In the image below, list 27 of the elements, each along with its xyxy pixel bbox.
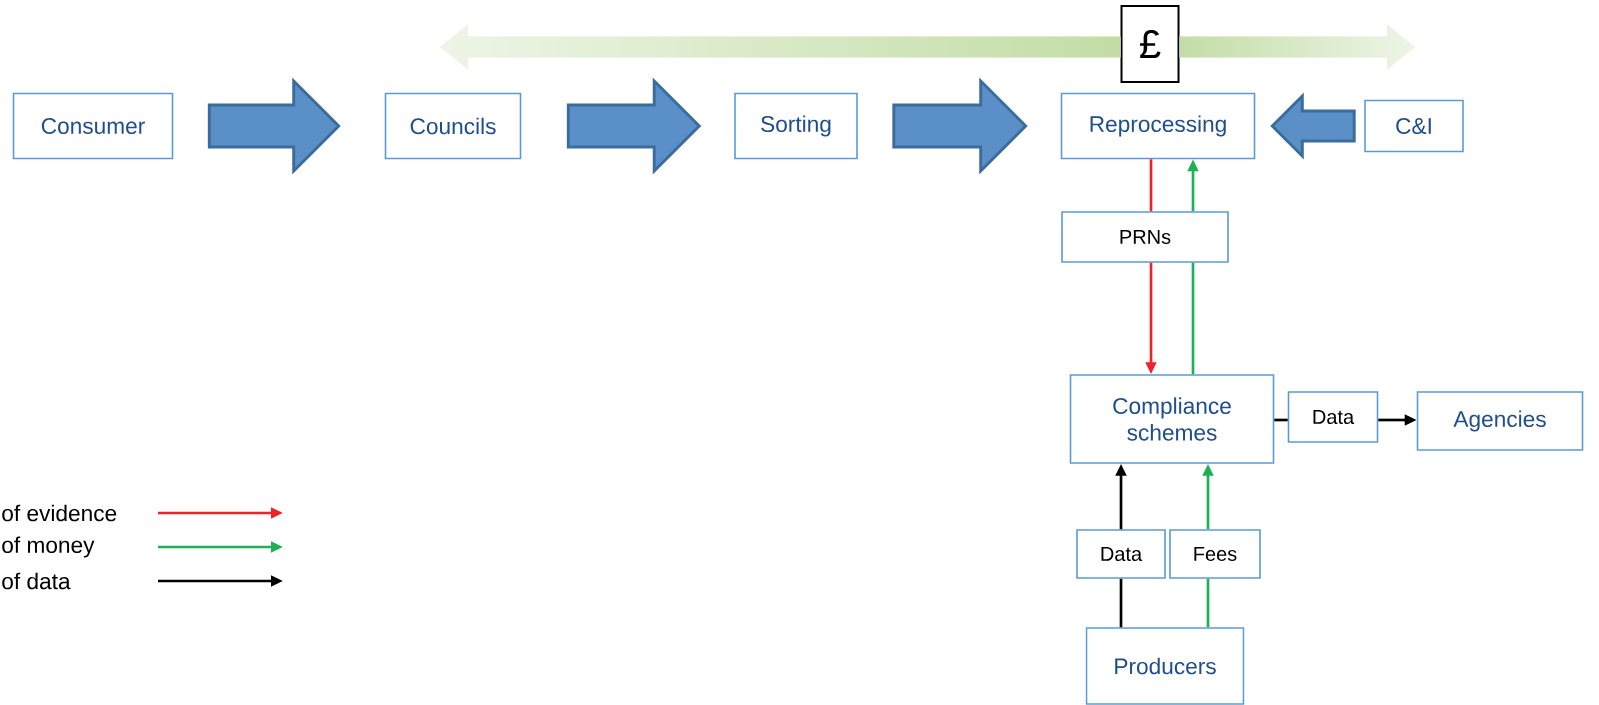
currency-box: £ <box>1120 5 1180 83</box>
process-box: Producers <box>1085 627 1245 705</box>
block-arrow <box>207 77 341 175</box>
legend-text: of data <box>2 572 71 590</box>
connector-line <box>1149 159 1153 212</box>
broad-arrow <box>440 24 1121 70</box>
block-arrow <box>892 77 1028 175</box>
process-box: Sorting <box>734 92 858 160</box>
block-arrow <box>1270 92 1356 160</box>
label-box: Data <box>1076 529 1166 579</box>
legend-text: of money <box>2 536 95 558</box>
process-box: C&I <box>1364 99 1464 153</box>
process-box: Compliance schemes <box>1069 374 1275 464</box>
label-box: Data <box>1287 391 1379 443</box>
broad-arrow <box>1179 24 1415 70</box>
connector-line <box>1191 262 1195 375</box>
connector-line <box>1119 578 1123 628</box>
process-box: Consumer <box>12 92 174 160</box>
connector-line <box>1206 578 1210 628</box>
label-box: PRNs <box>1061 211 1229 263</box>
process-box: Reprocessing <box>1060 92 1256 160</box>
legend-text: of evidence <box>2 504 117 522</box>
label-box: Fees <box>1169 529 1261 579</box>
connector-line <box>1274 418 1288 422</box>
process-box: Agencies <box>1416 391 1584 451</box>
block-arrow <box>566 77 702 175</box>
process-box: Councils <box>384 92 522 160</box>
